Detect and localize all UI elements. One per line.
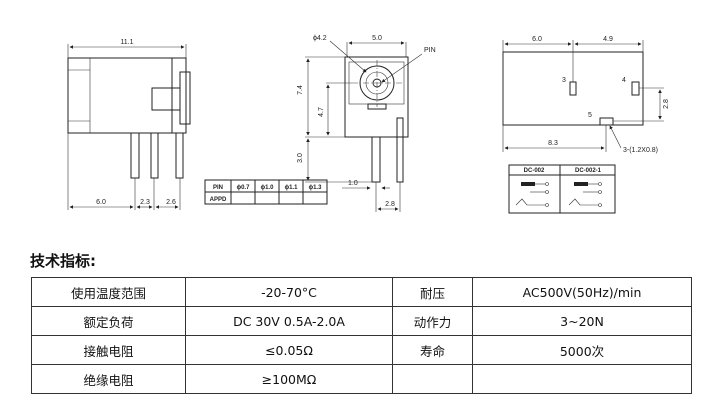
spec-label: 寿命: [392, 335, 473, 365]
side-dim-top: 11.1: [120, 39, 133, 46]
spec-value: ≤0.05Ω: [185, 335, 393, 365]
spec-label: [392, 364, 473, 394]
front-dim-center: 4.7: [318, 107, 325, 117]
spec-label: 接触电阻: [31, 335, 186, 365]
top-dim-total: 8.3: [548, 140, 558, 147]
variant-schematics: DC-002 DC-002-1: [508, 164, 616, 214]
side-dim-bottom-2: 2.3: [140, 199, 150, 206]
technical-drawing: 11.1 6.0 2.3 2.6 5.0 ϕ4.2 PIN: [67, 35, 670, 214]
spec-label: 使用温度范围: [31, 277, 186, 307]
pin-table-row-label: APPD: [210, 197, 227, 203]
front-pin-label: PIN: [424, 47, 436, 54]
pin-3-label: 3: [562, 77, 566, 84]
top-dim-right: 4.9: [603, 36, 613, 43]
spec-label: 绝缘电阻: [31, 364, 186, 394]
top-view: 3 4 5 6.0 4.9 2.8 8.3 3-(1.2X0.8): [502, 36, 670, 154]
front-view: 5.0 ϕ4.2 PIN 7.4 4.7 3.0 1.0 2.8: [297, 35, 436, 212]
spec-label: 额定负荷: [31, 306, 186, 336]
side-view: 11.1 6.0 2.3 2.6: [67, 39, 191, 210]
spec-value: 3~20N: [472, 306, 692, 336]
spec-value: 5000次: [472, 335, 692, 365]
variant-2-label: DC-002-1: [575, 168, 602, 174]
spec-row: 额定负荷 DC 30V 0.5A-2.0A 动作力 3~20N: [31, 306, 692, 336]
spec-value: [472, 364, 692, 394]
spec-title: 技术指标:: [30, 252, 96, 270]
pin-table-header-5: ϕ1.3: [309, 185, 323, 191]
spec-label: 动作力: [392, 306, 473, 336]
front-dim-lower: 3.0: [297, 153, 304, 163]
spec-value: ≥100MΩ: [185, 364, 393, 394]
side-dim-bottom-3: 2.6: [166, 199, 176, 206]
front-dim-pin: 1.0: [348, 180, 358, 187]
spec-row: 接触电阻 ≤0.05Ω 寿命 5000次: [31, 335, 692, 365]
spec-value: -20-70°C: [185, 277, 393, 307]
spec-value: AC500V(50Hz)/min: [472, 277, 692, 307]
side-dim-bottom-1: 6.0: [96, 199, 106, 206]
pin-table-header-3: ϕ1.0: [261, 185, 275, 191]
top-hole-note: 3-(1.2X0.8): [623, 147, 658, 154]
front-dim-height: 7.4: [297, 85, 304, 95]
spec-row: 绝缘电阻 ≥100MΩ: [31, 364, 692, 394]
front-dim-spacing: 2.8: [385, 201, 395, 208]
front-dim-top: 5.0: [372, 35, 382, 42]
variant-1-label: DC-002: [524, 168, 545, 174]
spec-row: 使用温度范围 -20-70°C 耐压 AC500V(50Hz)/min: [31, 277, 692, 307]
top-dim-height: 2.8: [663, 99, 670, 109]
spec-value: DC 30V 0.5A-2.0A: [185, 306, 393, 336]
spec-table: 使用温度范围 -20-70°C 耐压 AC500V(50Hz)/min 额定负荷…: [31, 277, 692, 394]
spec-label: 耐压: [392, 277, 473, 307]
pin-table-header-2: ϕ0.7: [237, 185, 251, 191]
pin-5-label: 5: [588, 112, 592, 119]
pin-table: PIN ϕ0.7 ϕ1.0 ϕ1.1 ϕ1.3 APPD: [204, 179, 328, 205]
pin-table-header-1: PIN: [213, 185, 223, 191]
front-phi-label: ϕ4.2: [313, 35, 327, 42]
top-dim-left: 6.0: [532, 36, 542, 43]
pin-4-label: 4: [622, 77, 626, 84]
pin-table-header-4: ϕ1.1: [285, 185, 299, 191]
